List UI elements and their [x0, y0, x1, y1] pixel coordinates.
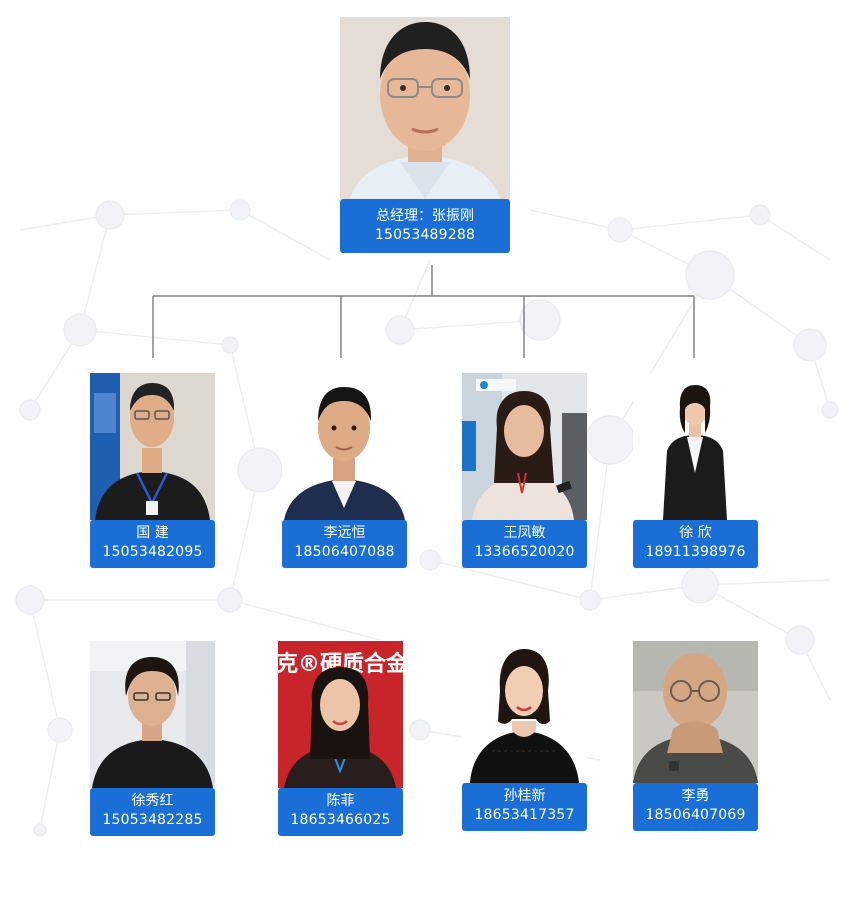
name-label: 孙桂新 18653417357 — [462, 783, 587, 831]
name-label: 徐 欣 18911398976 — [633, 520, 758, 568]
portrait-photo — [633, 641, 758, 783]
employee-phone: 15053482095 — [102, 544, 203, 560]
employee-phone: 18506407088 — [294, 544, 395, 560]
name-label: 王凤敏 13366520020 — [462, 520, 587, 568]
name-label: 李勇 18506407069 — [633, 783, 758, 831]
employee-phone: 18911398976 — [645, 544, 746, 560]
employee-card[interactable]: 李勇 18506407069 — [633, 641, 758, 836]
employee-name: 总经理：张振刚 — [376, 208, 474, 224]
employee-card[interactable]: 徐秀红 15053482285 — [90, 641, 215, 836]
employee-name: 陈菲 — [326, 793, 355, 809]
employee-phone: 13366520020 — [474, 544, 575, 560]
employee-phone: 15053482285 — [102, 812, 203, 828]
name-label: 陈菲 18653466025 — [278, 788, 403, 836]
employee-card[interactable]: 王凤敏 13366520020 — [462, 373, 587, 568]
employee-phone: 15053489288 — [374, 227, 476, 243]
name-label: 总经理：张振刚 15053489288 — [340, 199, 510, 253]
employee-name: 孙桂新 — [503, 788, 546, 804]
employee-name: 国 建 — [136, 525, 169, 541]
employee-name: 王凤敏 — [503, 525, 546, 541]
employee-name: 李勇 — [681, 788, 710, 804]
employee-card[interactable]: 克®硬质合金 陈菲 18653466025 — [278, 641, 403, 836]
name-label: 徐秀红 15053482285 — [90, 788, 215, 836]
portrait-photo-chief — [340, 17, 510, 199]
portrait-photo — [282, 373, 407, 520]
employee-name: 徐秀红 — [131, 793, 174, 809]
employee-phone: 18653466025 — [290, 812, 391, 828]
employee-phone: 18653417357 — [474, 807, 575, 823]
employee-card[interactable]: 徐 欣 18911398976 — [633, 373, 758, 568]
portrait-photo — [462, 373, 587, 520]
portrait-photo — [633, 373, 758, 520]
employee-card-chief[interactable]: 总经理：张振刚 15053489288 — [340, 17, 510, 253]
employee-name: 徐 欣 — [679, 525, 712, 541]
portrait-photo: 克®硬质合金 — [278, 641, 403, 788]
employee-phone: 18506407069 — [645, 807, 746, 823]
employee-card[interactable]: 孙桂新 18653417357 — [462, 641, 587, 836]
employee-name: 李远恒 — [323, 525, 366, 541]
portrait-photo — [90, 373, 215, 520]
employee-card[interactable]: 国 建 15053482095 — [90, 373, 215, 568]
name-label: 李远恒 18506407088 — [282, 520, 407, 568]
portrait-photo — [90, 641, 215, 788]
employee-card[interactable]: 李远恒 18506407088 — [282, 373, 407, 568]
portrait-photo — [462, 641, 587, 783]
name-label: 国 建 15053482095 — [90, 520, 215, 568]
